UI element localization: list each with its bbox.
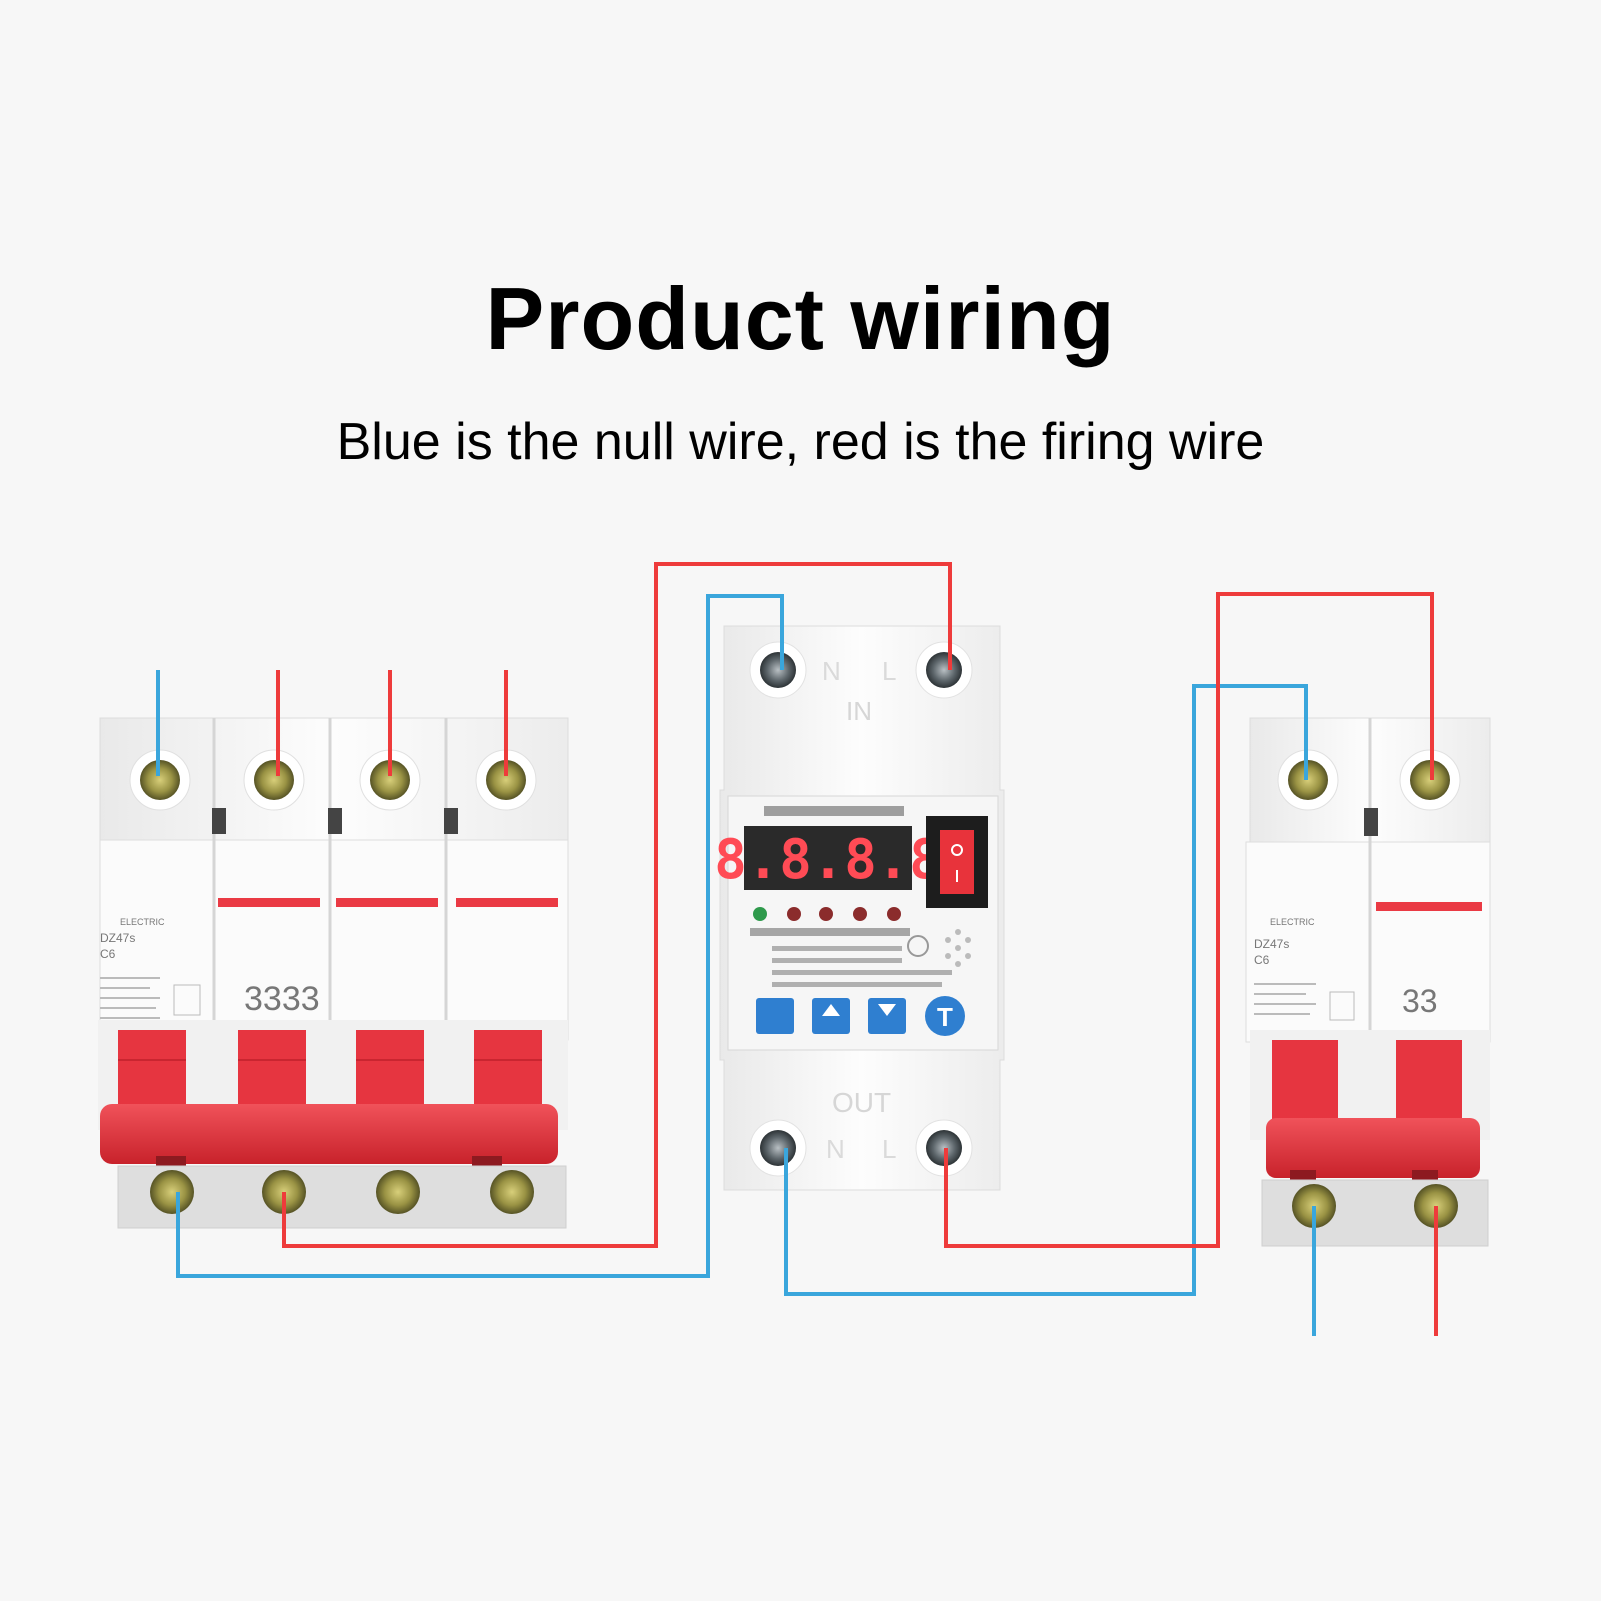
in-label: IN xyxy=(846,696,872,726)
screw-icon xyxy=(490,1170,534,1214)
out-n-label: N xyxy=(826,1134,845,1164)
screw-icon xyxy=(760,652,796,688)
arrow-down-icon xyxy=(878,1004,896,1016)
page-subtitle: Blue is the null wire, red is the firing… xyxy=(336,413,1265,471)
breaker-left-pole-mark: 3333 xyxy=(244,980,320,1018)
voltage-protector: N L IN OUT N L 8.8.8.8 xyxy=(714,625,1005,1191)
breaker-right-brand: ELECTRIC xyxy=(1270,917,1315,927)
overvoltage-led-icon xyxy=(787,907,801,921)
current-led-icon xyxy=(853,907,867,921)
breaker-left-brand: ELECTRIC xyxy=(120,917,165,927)
screw-icon xyxy=(486,760,526,800)
screw-icon xyxy=(140,760,180,800)
firing-wire-to-protector xyxy=(282,562,952,1248)
screw-icon xyxy=(370,760,410,800)
test-button[interactable] xyxy=(925,996,965,1036)
test-t-icon: T xyxy=(937,1002,953,1032)
out-l-label: L xyxy=(882,1134,896,1164)
breaker-right-model: DZ47s xyxy=(1254,937,1289,951)
screw-icon xyxy=(150,1170,194,1214)
screw-icon xyxy=(254,760,294,800)
breaker-right-pole-mark: 33 xyxy=(1402,983,1438,1019)
breaker-2-pole: ELECTRIC DZ47s C6 33 xyxy=(1245,717,1491,1247)
led-display xyxy=(744,826,912,890)
screw-icon xyxy=(926,652,962,688)
breaker-left-model: DZ47s xyxy=(100,931,135,945)
firing-wire-to-right-breaker xyxy=(944,592,1434,1248)
display-digits: 8.8.8.8 xyxy=(714,828,942,891)
power-led-icon xyxy=(753,907,767,921)
breaker-4-pole: ELECTRIC DZ47s C6 3333 xyxy=(98,717,569,1229)
breaker-right-rating: C6 xyxy=(1254,953,1270,967)
screw-icon xyxy=(376,1170,420,1214)
leakage-led-icon xyxy=(887,907,901,921)
set-button[interactable] xyxy=(756,998,794,1034)
out-label: OUT xyxy=(832,1087,891,1118)
breaker-left-rating: C6 xyxy=(100,947,116,961)
undervoltage-led-icon xyxy=(819,907,833,921)
null-wire-to-right-breaker xyxy=(784,684,1308,1296)
null-wire-to-protector xyxy=(176,594,784,1278)
in-l-label: L xyxy=(882,656,896,686)
in-n-label: N xyxy=(822,656,841,686)
screw-icon xyxy=(760,1130,796,1166)
page-title: Product wiring xyxy=(485,269,1116,368)
arrow-up-icon xyxy=(822,1004,840,1016)
